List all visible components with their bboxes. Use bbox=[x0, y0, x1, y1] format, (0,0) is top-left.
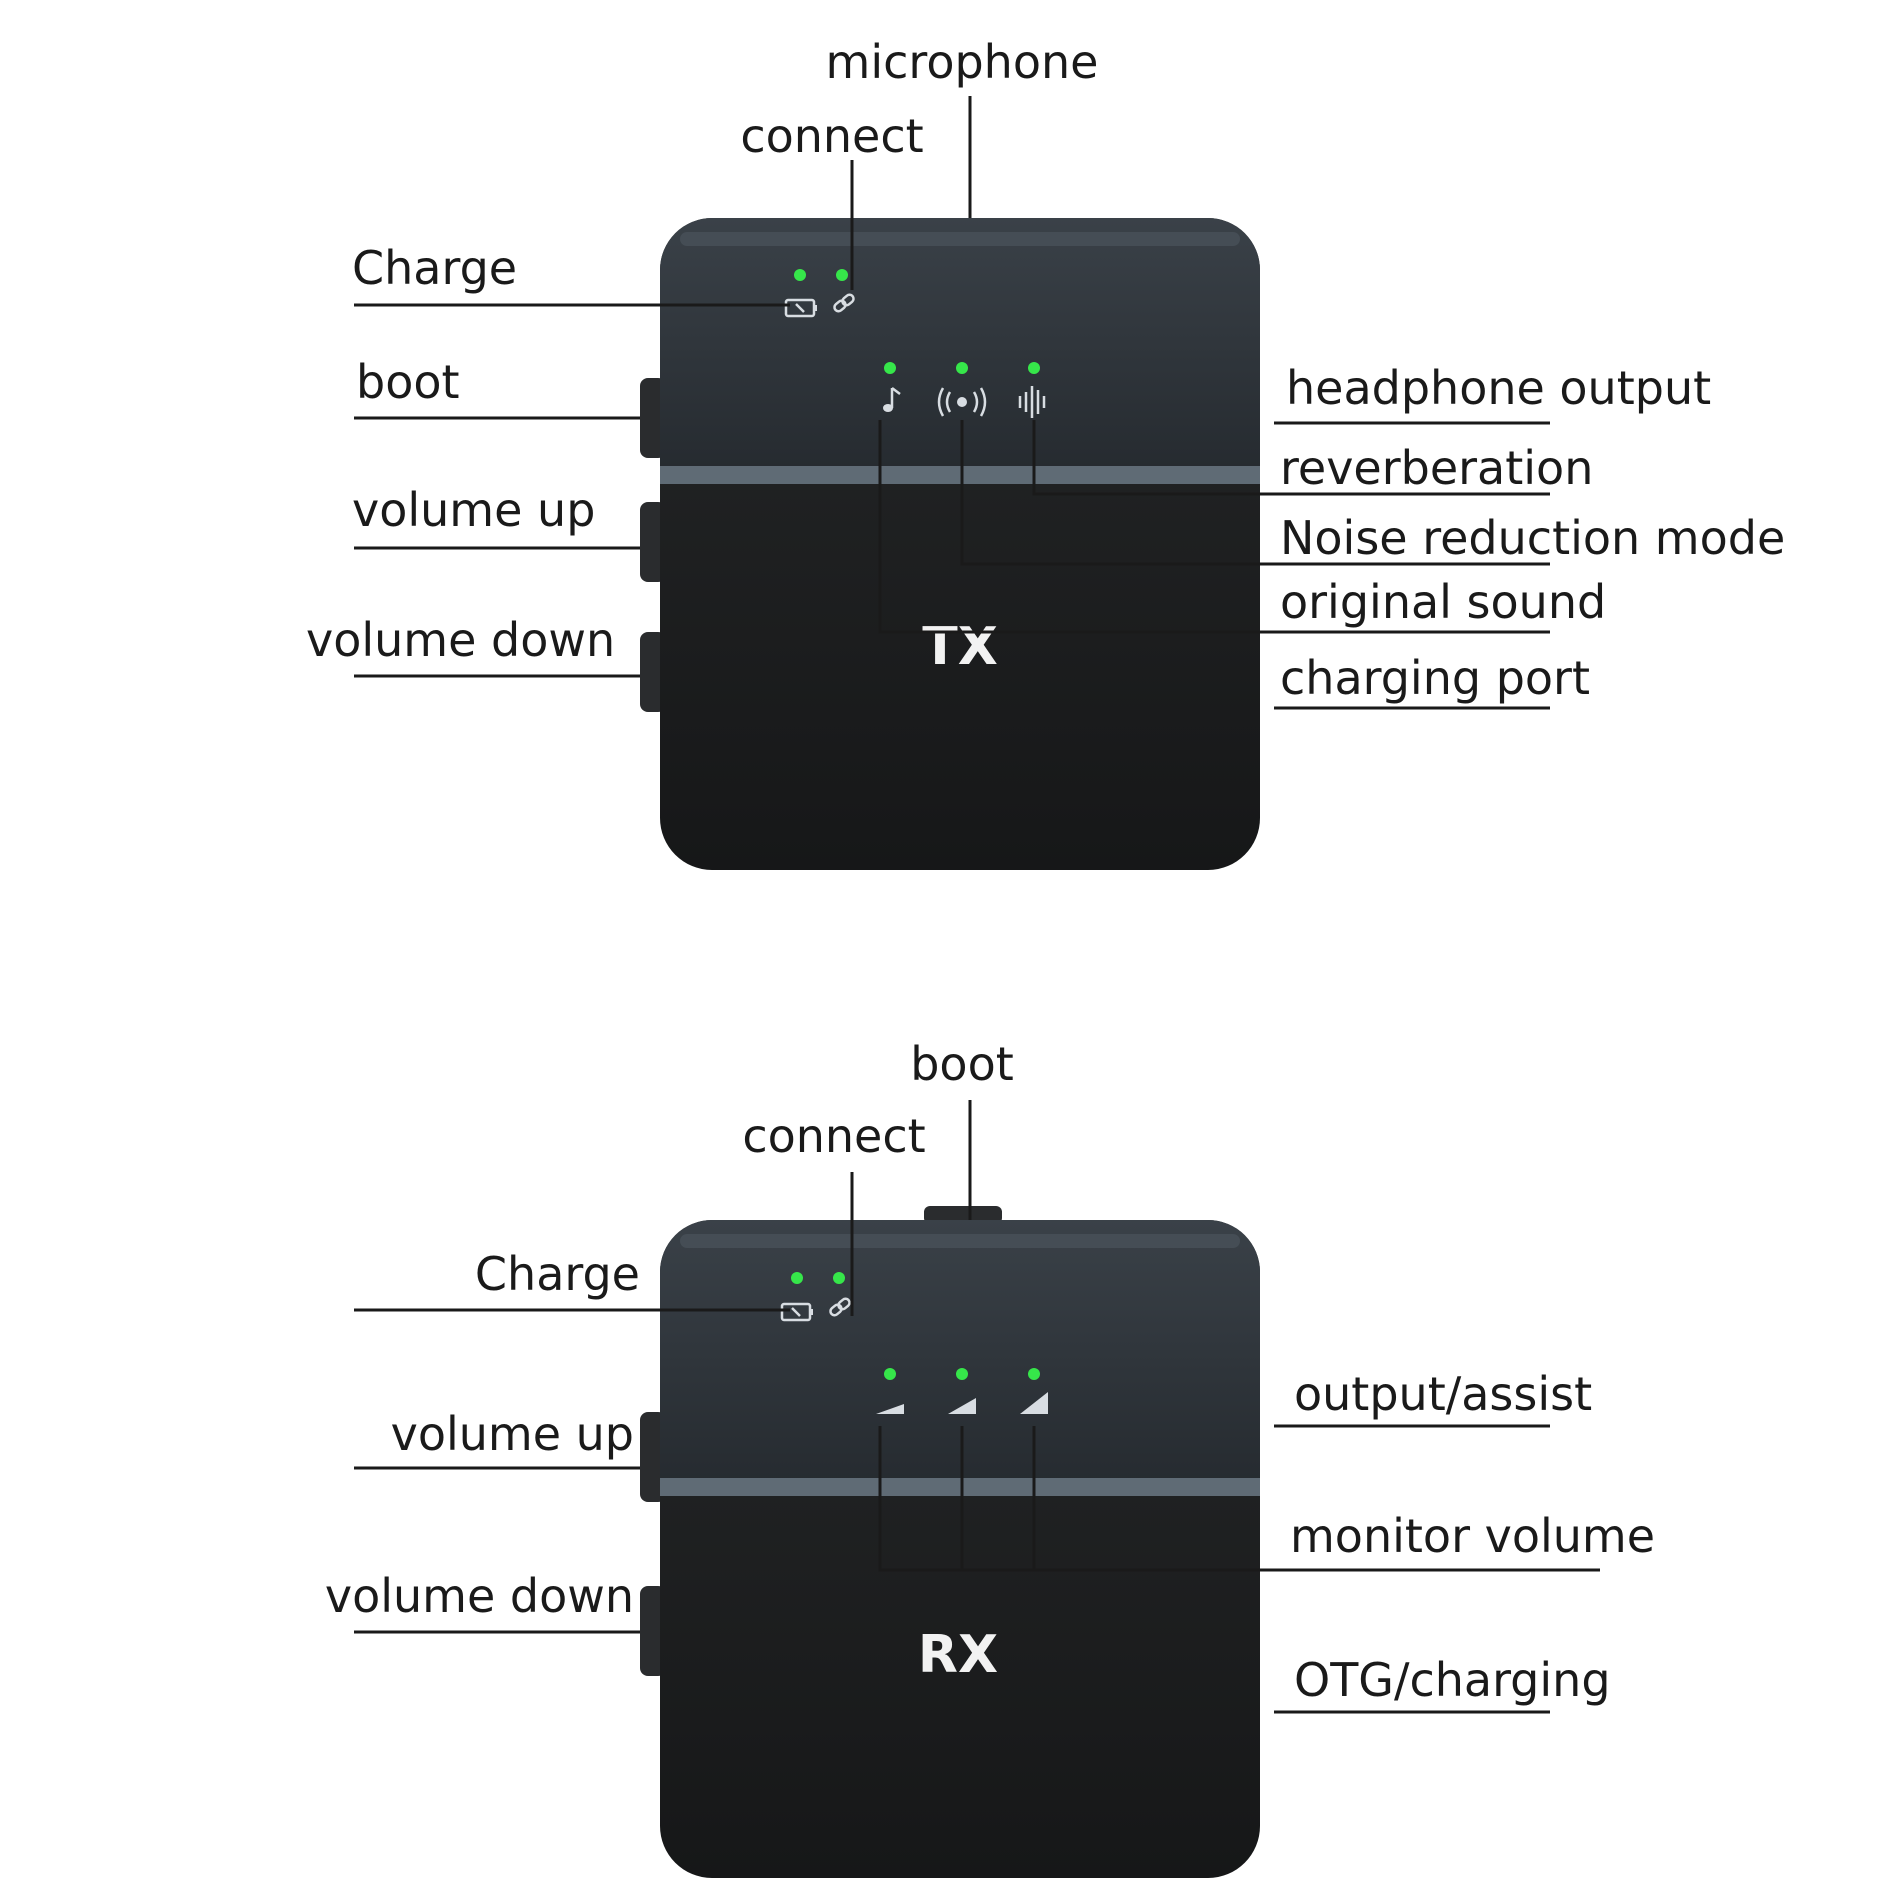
rx-boot-button[interactable] bbox=[924, 1206, 1002, 1224]
tx-reverberation-led bbox=[1028, 362, 1040, 374]
rx-device-title: RX bbox=[918, 1625, 998, 1685]
rx-leader-lines bbox=[354, 1100, 1600, 1714]
rx-label-charge: Charge bbox=[475, 1247, 640, 1301]
rx-label-connect: connect bbox=[742, 1109, 925, 1163]
rx-volume-up-button[interactable] bbox=[640, 1412, 666, 1502]
tx-noise-reduction-led bbox=[956, 362, 968, 374]
rx-label-output-assist: output/assist bbox=[1294, 1367, 1592, 1421]
link-icon bbox=[833, 293, 855, 313]
battery-icon bbox=[784, 298, 817, 318]
tx-volume-down-button[interactable] bbox=[640, 632, 666, 712]
battery-icon bbox=[780, 1302, 813, 1322]
tx-leader-lines bbox=[354, 96, 1550, 710]
tx-label-charge: Charge bbox=[352, 241, 517, 295]
waveform-icon bbox=[1018, 386, 1046, 418]
tx-label-headphone-output: headphone output bbox=[1286, 361, 1711, 415]
tx-device-title: TX bbox=[922, 617, 998, 677]
tx-label-original-sound: original sound bbox=[1280, 575, 1606, 629]
tx-label-charging-port: charging port bbox=[1280, 651, 1590, 705]
music-note-icon bbox=[883, 387, 901, 412]
tx-boot-button[interactable] bbox=[640, 378, 666, 458]
tx-top-panel bbox=[660, 218, 1260, 468]
tx-device: TX bbox=[640, 218, 1260, 870]
tx-stripe bbox=[660, 466, 1260, 484]
rx-device: RX bbox=[640, 1206, 1260, 1878]
tx-original-sound-led bbox=[884, 362, 896, 374]
volume-level-low-icon bbox=[876, 1404, 904, 1414]
tx-label-reverberation: reverberation bbox=[1280, 441, 1593, 495]
link-icon bbox=[829, 1297, 851, 1317]
tx-top-bezel bbox=[680, 232, 1240, 246]
rx-label-otg-charging: OTG/charging bbox=[1294, 1653, 1611, 1707]
rx-label-monitor-volume: monitor volume bbox=[1290, 1509, 1655, 1563]
tx-volume-up-button[interactable] bbox=[640, 502, 666, 582]
tx-charge-led bbox=[794, 269, 806, 281]
rx-top-bezel bbox=[680, 1234, 1240, 1248]
volume-level-high-icon bbox=[1020, 1392, 1048, 1414]
rx-level-3-led bbox=[1028, 1368, 1040, 1380]
tx-label-volume-up: volume up bbox=[352, 483, 595, 537]
tx-label-boot: boot bbox=[356, 355, 460, 409]
tx-label-volume-down: volume down bbox=[306, 613, 615, 667]
rx-label-volume-up: volume up bbox=[391, 1407, 634, 1461]
rx-stripe bbox=[660, 1478, 1260, 1496]
tx-label-noise-reduction-mode: Noise reduction mode bbox=[1280, 511, 1785, 565]
rx-label-boot: boot bbox=[910, 1037, 1014, 1091]
rx-level-1-led bbox=[884, 1368, 896, 1380]
rx-volume-down-button[interactable] bbox=[640, 1586, 666, 1676]
rx-charge-led bbox=[791, 1272, 803, 1284]
tx-label-microphone: microphone bbox=[826, 35, 1099, 89]
volume-level-mid-icon bbox=[948, 1398, 976, 1414]
tx-connect-led bbox=[836, 269, 848, 281]
rx-connect-led bbox=[833, 1272, 845, 1284]
broadcast-icon bbox=[937, 387, 987, 417]
rx-level-2-led bbox=[956, 1368, 968, 1380]
tx-label-connect: connect bbox=[740, 109, 923, 163]
rx-top-panel bbox=[660, 1220, 1260, 1482]
rx-label-volume-down: volume down bbox=[325, 1569, 634, 1623]
